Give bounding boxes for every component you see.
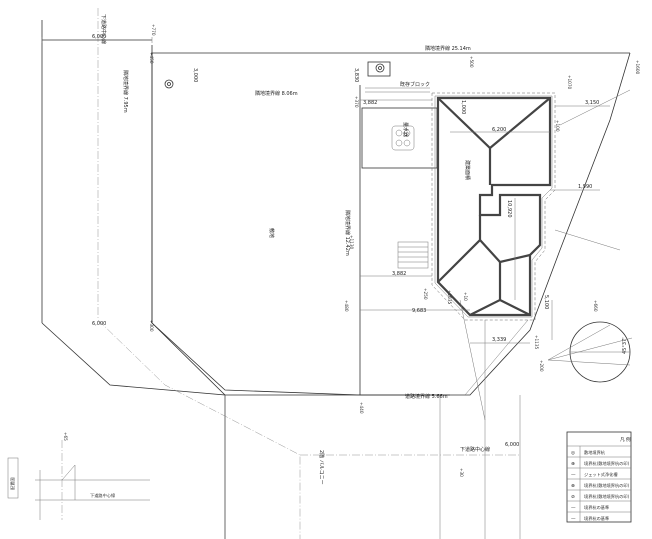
dim-6200: 6,200 bbox=[492, 127, 506, 133]
level-mark: +200 bbox=[539, 360, 544, 372]
dim-3000: 3,000 bbox=[192, 68, 198, 82]
label-road-boundary-vert: 隣地境界線 12.42m bbox=[344, 210, 351, 256]
stairs bbox=[397, 241, 429, 269]
level-mark: +1635 bbox=[447, 290, 452, 305]
legend-symbol: — bbox=[571, 517, 576, 522]
dim-3830: 3,830 bbox=[353, 68, 359, 82]
label-site-boundary-left: 隣地境界線 8.06m bbox=[255, 90, 298, 97]
legend-text: 境界杭(敷地境界杭の印) bbox=[584, 482, 630, 489]
level-mark: +500 bbox=[469, 56, 474, 68]
label-site-boundary-top: 隣地境界線 25.14m bbox=[425, 45, 471, 52]
level-mark: +300 bbox=[149, 320, 154, 332]
label-site: 敷地 bbox=[268, 228, 275, 238]
legend-symbol: — bbox=[571, 473, 576, 478]
label-road-center-top: 隣地境界線 7.95m bbox=[122, 70, 129, 113]
inset-road-label: 下道路中心線 bbox=[90, 492, 116, 499]
level-mark: +10 bbox=[463, 292, 468, 301]
label-hatch-note: 2階 バルコニー bbox=[318, 450, 325, 485]
roof-outline bbox=[436, 96, 552, 317]
level-mark: +450 bbox=[149, 52, 154, 64]
legend-title: 凡 例 bbox=[620, 436, 631, 443]
left-road bbox=[41, 8, 450, 539]
label-road-center-lower: 下道路中心線 bbox=[460, 446, 490, 453]
level-mark: +100 bbox=[555, 120, 560, 132]
label-road-boundary-bottom: 道路境界線 5.66m bbox=[405, 393, 448, 400]
building-footprint bbox=[431, 92, 556, 321]
dim-10920: 10,920 bbox=[506, 200, 512, 218]
label-building-area: 建築面積 bbox=[464, 160, 471, 180]
level-mark: +440 bbox=[359, 402, 364, 414]
dim-3882-a: 3,882 bbox=[363, 100, 377, 106]
legend-table bbox=[566, 431, 632, 523]
dim-road-top: 6,000 bbox=[92, 34, 106, 40]
inset-label: 配置図 bbox=[10, 477, 16, 490]
dim-5100: 5,100 bbox=[543, 295, 549, 309]
dimension-lines bbox=[224, 89, 631, 539]
dim-3882-b: 3,882 bbox=[392, 271, 406, 277]
legend-rows: ◎ 敷地境界杭 ⊕ 境界杭(敷地境界杭の印) — ジェット式浄化槽 ⊗ 境界杭(敷地境界杭の印… bbox=[571, 449, 630, 522]
legend-symbol: ⊕ bbox=[571, 462, 575, 467]
legend-text: 境界杭の基準 bbox=[584, 504, 609, 511]
legend-text: 境界杭(敷地境界杭の印) bbox=[584, 493, 630, 500]
dim-9683: 9,683 bbox=[412, 308, 426, 314]
level-mark: +480 bbox=[344, 300, 349, 312]
level-mark: +250 bbox=[423, 288, 428, 300]
legend-symbol: ⊘ bbox=[571, 495, 575, 500]
level-mark: +770 bbox=[151, 24, 156, 36]
level-mark: +1135 bbox=[534, 335, 539, 350]
label-road-center-left: 下道路中心線 bbox=[100, 14, 107, 44]
compass: 45°37' bbox=[547, 321, 633, 383]
level-mark: +1130 bbox=[349, 235, 354, 250]
dim-1990: 1,990 bbox=[578, 184, 592, 190]
inset-diagram bbox=[7, 440, 150, 520]
site-boundary bbox=[151, 52, 631, 396]
level-mark: +1600 bbox=[635, 60, 640, 75]
legend-text: 境界杭の基準 bbox=[584, 515, 609, 522]
level-mark: +1070 bbox=[567, 75, 572, 90]
level-mark: +370 bbox=[354, 96, 359, 108]
compass-angle: 45°37' bbox=[622, 337, 628, 354]
legend-symbol: ◎ bbox=[571, 451, 575, 456]
level-mark: +660 bbox=[593, 300, 598, 312]
site-symbols bbox=[164, 61, 438, 169]
dim-1000: 1,000 bbox=[460, 100, 466, 114]
legend-symbol: — bbox=[571, 506, 576, 511]
level-marks: +370 +450 +300 +480 +500 +440 +770 +1135 +1130 +1… bbox=[63, 24, 640, 477]
label-water-meter: 量水器 bbox=[402, 122, 409, 137]
legend-text: 敷地境界杭 bbox=[584, 449, 606, 456]
dim-6000-corner: 6,000 bbox=[505, 442, 519, 448]
legend-text: 境界杭(敷地境界杭の印) bbox=[584, 460, 630, 467]
level-mark: +30 bbox=[459, 468, 464, 477]
dim-3339: 3,339 bbox=[492, 337, 506, 343]
label-block-wall: 既存ブロック bbox=[400, 81, 430, 88]
dim-road-bottom: 6,000 bbox=[92, 321, 106, 327]
legend-symbol: ⊗ bbox=[571, 484, 575, 489]
dim-3150: 3,150 bbox=[585, 100, 599, 106]
level-mark: +65 bbox=[63, 432, 68, 441]
legend-text: ジェット式浄化槽 bbox=[584, 471, 618, 478]
